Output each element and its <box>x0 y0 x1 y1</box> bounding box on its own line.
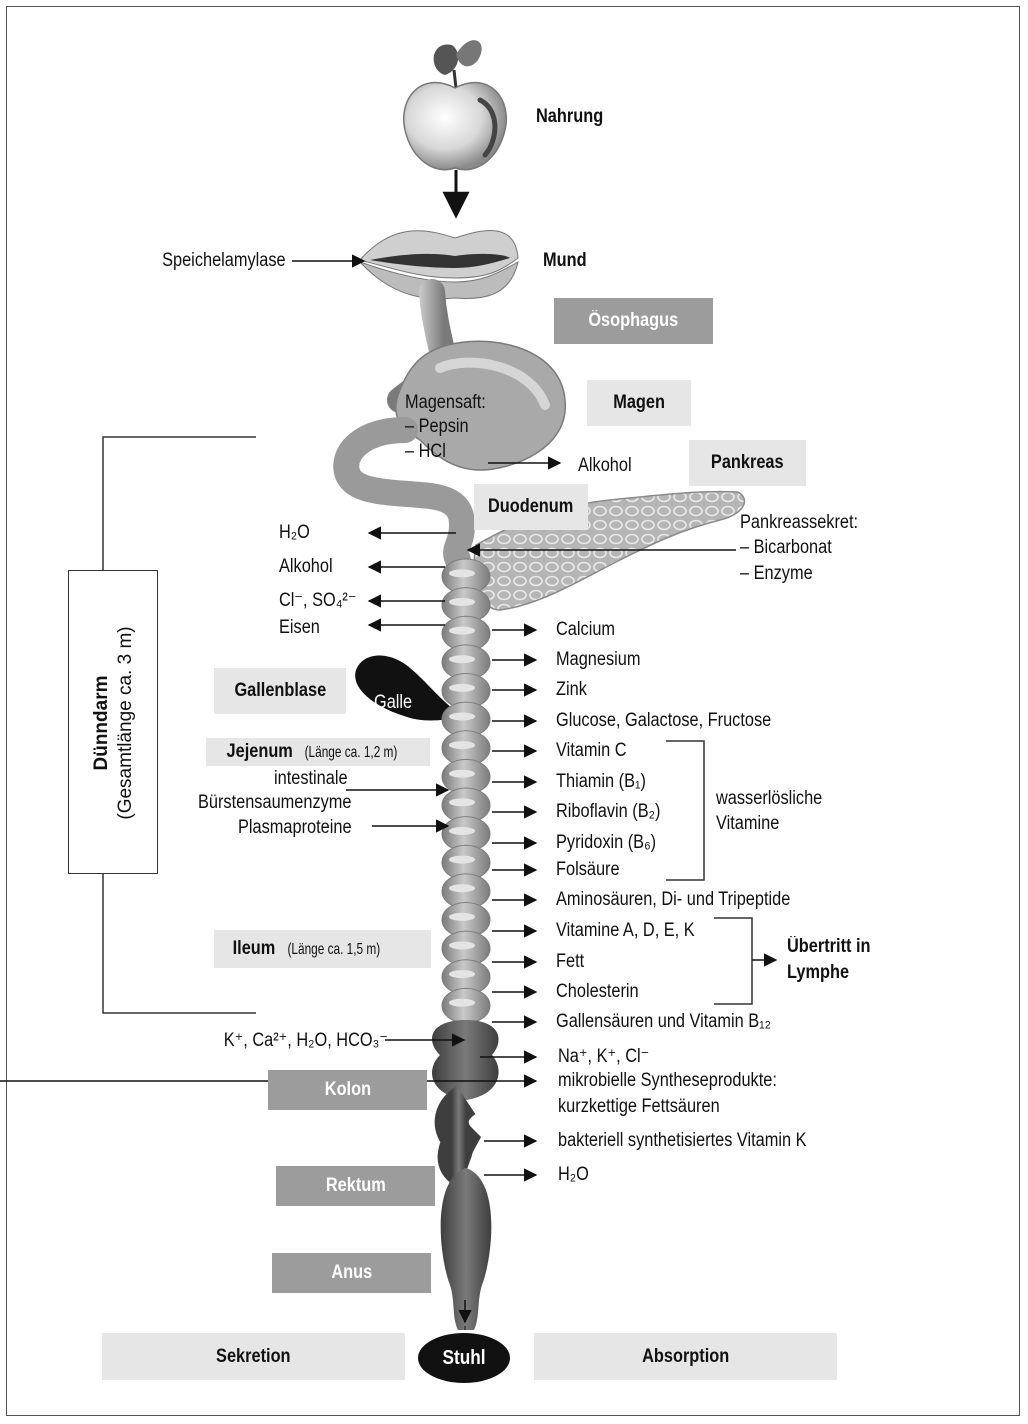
mouth-icon <box>359 230 519 300</box>
label-jejenum: Jejenum <box>226 741 293 762</box>
label-pepsin: – Pepsin <box>405 416 469 437</box>
label-duenndarm: Dünndarm <box>91 675 112 771</box>
stuhl-badge: Stuhl <box>418 1333 510 1383</box>
absorption-item: Zink <box>556 679 587 700</box>
absorption-item: Fett <box>556 951 585 972</box>
label-alkohol-magen: Alkohol <box>578 455 632 476</box>
intestine-fold-highlight <box>449 855 475 864</box>
label-plasmaproteine: Plasmaproteine <box>238 817 352 838</box>
intestine-fold-highlight <box>449 712 475 721</box>
label-hcl: – HCl <box>405 441 446 462</box>
intestine-fold-highlight <box>449 597 475 606</box>
box-jejenum: Jejenum (Länge ca. 1,2 m) <box>206 738 430 766</box>
intestine-fold-highlight <box>449 941 475 950</box>
label-uebertritt: Übertritt in <box>787 936 871 957</box>
intestine-fold-highlight <box>449 970 475 979</box>
label-alkohol-left: Alkohol <box>279 556 333 577</box>
box-sekretion: Sekretion <box>102 1333 405 1380</box>
intestine-fold-highlight <box>449 683 475 692</box>
absorption-item: Na⁺, K⁺, Cl⁻ <box>558 1046 650 1067</box>
label-vitamine: Vitamine <box>716 813 780 834</box>
box-rektum: Rektum <box>276 1166 435 1206</box>
box-ileum: Ileum (Länge ca. 1,5 m) <box>214 930 431 968</box>
absorption-item: bakteriell synthetisiertes Vitamin K <box>558 1130 807 1151</box>
box-absorption: Absorption <box>534 1333 837 1380</box>
absorption-item: Pyridoxin (B₆) <box>556 832 657 853</box>
absorption-item: Glucose, Galactose, Fructose <box>556 710 772 731</box>
label-secretion-colon: K⁺, Ca²⁺, H₂O, HCO₃⁻ <box>223 1030 388 1051</box>
label-mund: Mund <box>543 250 587 271</box>
label-speichelamylase: Speichelamylase <box>162 250 286 271</box>
label-ileum: Ileum <box>232 938 276 959</box>
absorption-item: Aminosäuren, Di- und Tripeptide <box>556 889 791 910</box>
label-enzyme: – Enzyme <box>740 563 813 584</box>
box-magen: Magen <box>587 380 691 426</box>
stomach-illustration <box>333 279 566 573</box>
box-duodenum: Duodenum <box>474 484 588 530</box>
box-anus: Anus <box>272 1253 431 1293</box>
label-gesamtlaenge: (Gesamtlänge ca. 3 m) <box>115 626 136 820</box>
small-intestine-illustration <box>441 558 491 1024</box>
box-pankreas: Pankreas <box>689 440 806 486</box>
label-buerstensaum: Bürstensaumenzyme <box>198 792 352 813</box>
absorption-item: Folsäure <box>556 859 620 880</box>
label-galle: Galle <box>374 692 413 713</box>
label-intestinale: intestinale <box>274 768 348 789</box>
water-soluble-bracket <box>666 740 705 881</box>
absorption-item: Vitamine A, D, E, K <box>556 920 695 941</box>
label-ileum-laenge: (Länge ca. 1,5 m) <box>287 941 381 958</box>
box-duenndarm: Dünndarm (Gesamtlänge ca. 3 m) <box>68 570 158 874</box>
label-eisen: Eisen <box>279 617 320 638</box>
absorption-item: Vitamin C <box>556 740 627 761</box>
intestine-fold-highlight <box>449 998 475 1007</box>
absorption-item: mikrobielle Syntheseprodukte: <box>558 1070 777 1091</box>
absorption-item: Gallensäuren und Vitamin B₁₂ <box>556 1011 772 1032</box>
label-cl-so4: Cl⁻, SO₄²⁻ <box>279 590 357 611</box>
intestine-fold-highlight <box>449 798 475 807</box>
absorption-item: Cholesterin <box>556 981 639 1002</box>
colon-illustration <box>432 1020 499 1330</box>
apple-icon <box>403 40 507 171</box>
gallbladder-illustration <box>355 655 462 721</box>
intestine-fold-highlight <box>449 912 475 921</box>
absorption-item: Calcium <box>556 619 616 640</box>
absorption-item: H₂O <box>558 1164 589 1185</box>
label-bicarbonat: – Bicarbonat <box>740 537 832 558</box>
rectum-illustration <box>440 1168 492 1330</box>
absorption-item: kurzkettige Fettsäuren <box>558 1096 720 1117</box>
absorption-item: Magnesium <box>556 649 641 670</box>
label-lymphe: Lymphe <box>787 962 850 983</box>
label-nahrung: Nahrung <box>536 106 604 127</box>
label-wasserloesliche: wasserlösliche <box>716 788 823 809</box>
intestine-fold-highlight <box>449 626 475 635</box>
intestine-fold-highlight <box>449 741 475 750</box>
label-magensaft: Magensaft: <box>405 392 486 413</box>
absorption-item: Riboflavin (B₂) <box>556 801 661 822</box>
lymph-bracket <box>714 917 753 1005</box>
absorption-item: Thiamin (B₁) <box>556 771 646 792</box>
label-pankreassekret: Pankreassekret: <box>740 512 859 533</box>
intestine-fold-highlight <box>449 655 475 664</box>
intestine-fold-highlight <box>449 769 475 778</box>
box-oesophagus: Ösophagus <box>554 298 713 344</box>
box-kolon: Kolon <box>268 1070 427 1110</box>
intestine-fold-highlight <box>449 884 475 893</box>
intestine-fold-highlight <box>449 826 475 835</box>
label-h2o-left: H₂O <box>279 522 310 543</box>
diagram-frame <box>6 6 1020 1416</box>
box-gallenblase: Gallenblase <box>214 668 346 714</box>
intestine-fold-highlight <box>449 569 475 578</box>
label-jejenum-laenge: (Länge ca. 1,2 m) <box>304 744 398 761</box>
